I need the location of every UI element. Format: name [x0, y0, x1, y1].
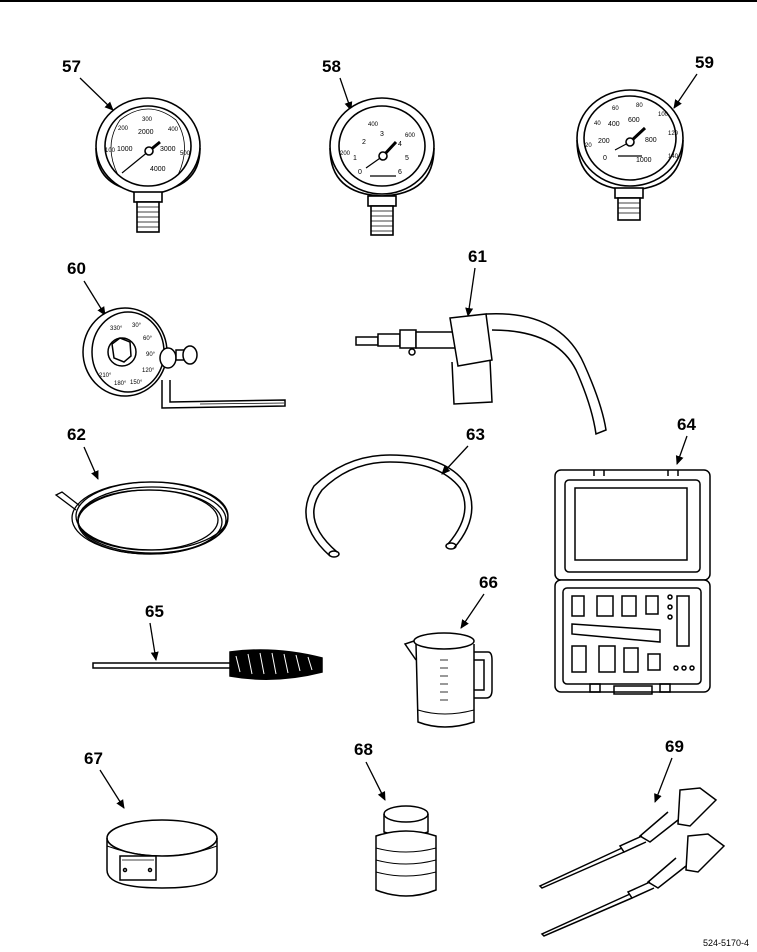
callout-64: 64 — [677, 415, 696, 434]
svg-text:1: 1 — [353, 155, 357, 162]
callout-69: 69 — [665, 737, 684, 756]
band-ring-67: 67 — [84, 749, 218, 889]
svg-text:90°: 90° — [146, 352, 156, 358]
figure-id: 524-5170-4 — [702, 938, 749, 948]
callout-67: 67 — [84, 749, 103, 768]
probe-tools-69: 69 — [538, 737, 726, 937]
svg-text:30°: 30° — [132, 323, 142, 329]
gauge58-labels: 200 400 600 0 1 2 3 4 5 6 — [340, 122, 416, 176]
svg-text:500: 500 — [180, 151, 191, 157]
svg-text:400: 400 — [608, 121, 620, 128]
svg-text:60: 60 — [612, 106, 619, 112]
svg-text:0: 0 — [603, 155, 607, 162]
svg-text:800: 800 — [645, 137, 657, 144]
callout-66: 66 — [479, 573, 498, 592]
svg-text:330°: 330° — [110, 326, 123, 332]
callout-62: 62 — [67, 425, 86, 444]
svg-text:200: 200 — [598, 138, 610, 145]
svg-text:1000: 1000 — [636, 157, 652, 164]
svg-text:0: 0 — [358, 169, 362, 176]
svg-text:60°: 60° — [143, 336, 153, 342]
svg-text:400: 400 — [168, 127, 179, 133]
svg-text:200: 200 — [118, 126, 129, 132]
svg-text:210°: 210° — [99, 373, 112, 379]
svg-text:2000: 2000 — [138, 129, 154, 136]
callout-59: 59 — [695, 53, 714, 72]
cleaning-brush-65: 65 — [92, 602, 323, 680]
svg-text:3: 3 — [380, 131, 384, 138]
svg-text:150°: 150° — [130, 380, 143, 386]
svg-text:100: 100 — [105, 148, 116, 154]
svg-text:6: 6 — [398, 169, 402, 176]
top-rule — [0, 0, 757, 2]
svg-text:4000: 4000 — [150, 166, 166, 173]
svg-text:3000: 3000 — [160, 146, 176, 153]
callout-57: 57 — [62, 57, 81, 76]
callout-65: 65 — [145, 602, 164, 621]
svg-text:400: 400 — [368, 122, 379, 128]
svg-text:120°: 120° — [142, 368, 155, 374]
svg-text:80: 80 — [636, 103, 643, 109]
bottle-68: 68 — [354, 740, 437, 897]
svg-text:20: 20 — [585, 143, 592, 149]
torque-angle-gauge-60: 60 — [67, 259, 286, 409]
svg-text:1000: 1000 — [117, 146, 133, 153]
measuring-cup-66: 66 — [403, 573, 498, 728]
svg-text:2: 2 — [362, 139, 366, 146]
callout-68: 68 — [354, 740, 373, 759]
callout-60: 60 — [67, 259, 86, 278]
pressure-gauge-59: 59 — [576, 53, 714, 221]
svg-text:5: 5 — [405, 155, 409, 162]
svg-text:120: 120 — [668, 131, 679, 137]
ring-hose-63: 63 — [305, 425, 485, 558]
pressure-gauge-58: 58 — [322, 57, 435, 236]
pressure-gauge-57: 57 — [62, 57, 201, 233]
tool-kit-case-64: 64 — [554, 415, 711, 695]
svg-text:600: 600 — [405, 133, 416, 139]
dial60-labels: 330° 30° 60° 90° 120° 150° 180° 210° — [99, 323, 156, 387]
callout-61: 61 — [468, 247, 487, 266]
gauge59-labels: 20 40 60 80 100 120 140 0 200 400 600 80… — [585, 103, 679, 164]
svg-text:140: 140 — [668, 154, 679, 160]
coiled-tubing-62: 62 — [54, 425, 229, 555]
svg-text:100: 100 — [658, 112, 669, 118]
svg-text:4: 4 — [398, 141, 402, 148]
gauge57-labels: 100 200 300 400 500 1000 2000 3000 4000 — [105, 117, 191, 173]
svg-text:200: 200 — [340, 151, 351, 157]
sampling-tool-61: 61 — [355, 247, 607, 436]
callout-63: 63 — [466, 425, 485, 444]
svg-text:40: 40 — [594, 121, 601, 127]
svg-text:180°: 180° — [114, 381, 127, 387]
callout-58: 58 — [322, 57, 341, 76]
svg-text:300: 300 — [142, 117, 153, 123]
svg-text:600: 600 — [628, 117, 640, 124]
